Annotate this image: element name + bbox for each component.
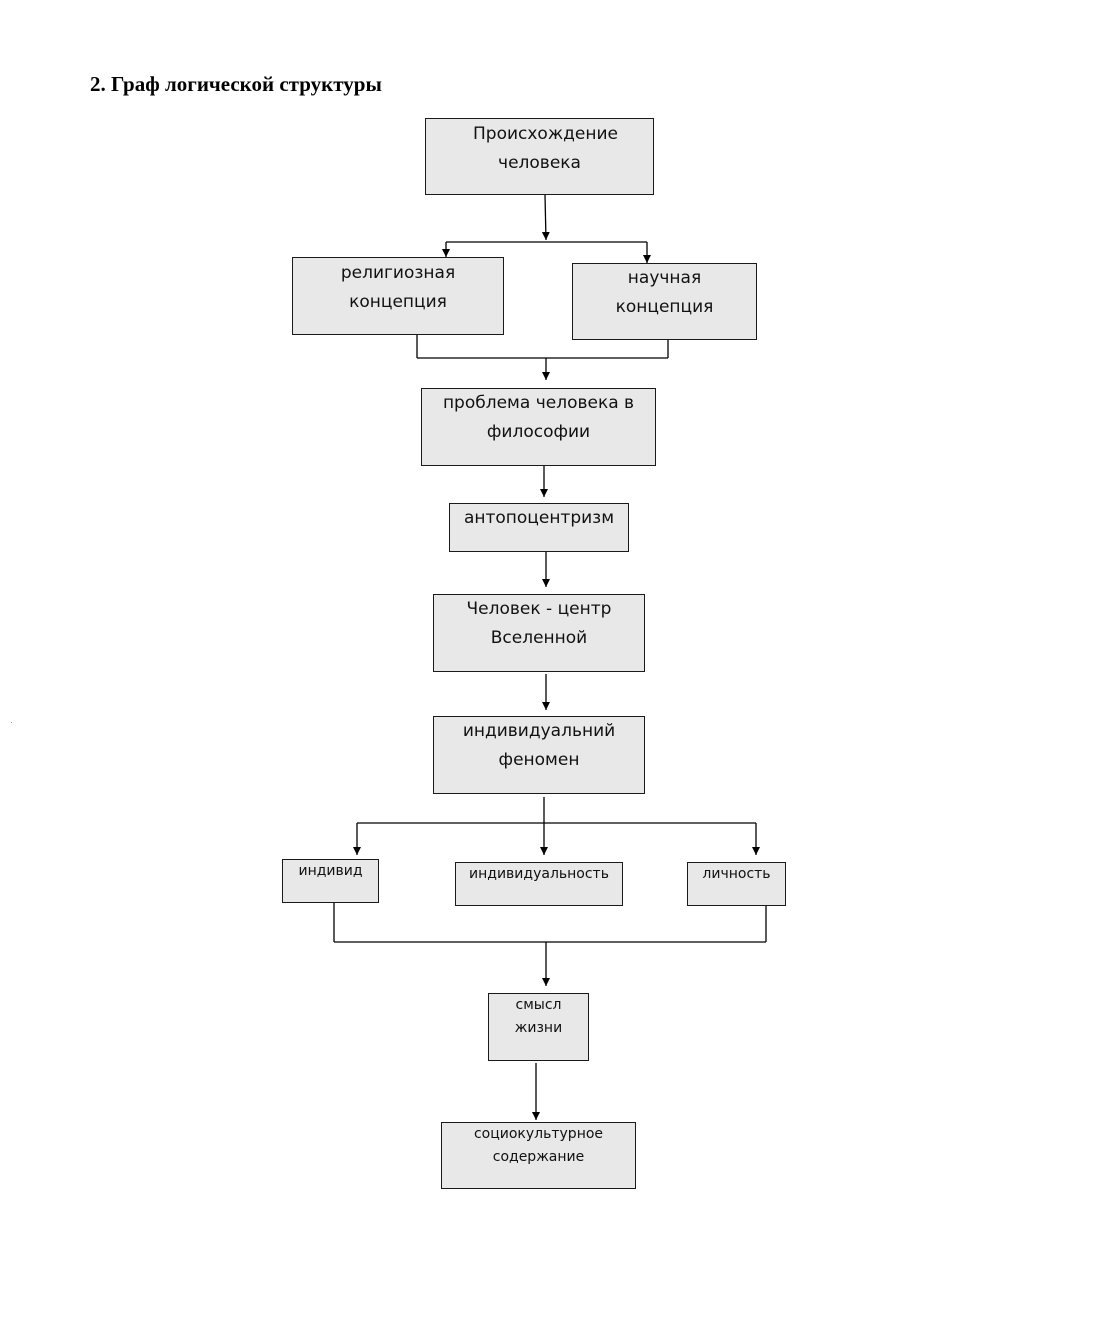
node-text: индивидуальний bbox=[462, 721, 616, 741]
node-individual-phenomenon: индивидуальний феномен bbox=[433, 716, 645, 794]
node-religious-concept: религиозная концепция bbox=[292, 257, 504, 335]
node-text: смысл bbox=[515, 997, 562, 1013]
node-sociocultural-content: социокультурное содержание bbox=[441, 1122, 636, 1189]
node-personality: личность bbox=[687, 862, 786, 906]
node-text: Вселенной bbox=[490, 628, 588, 648]
node-text: социокультурное bbox=[473, 1126, 604, 1142]
node-text: философии bbox=[486, 422, 591, 442]
node-text: личность bbox=[702, 866, 771, 882]
node-text: научная bbox=[627, 268, 702, 288]
node-text: антопоцентризм bbox=[463, 508, 615, 528]
node-text: содержание bbox=[492, 1149, 585, 1165]
node-text: индивидуальность bbox=[469, 866, 609, 882]
node-text: индивид bbox=[298, 863, 363, 879]
node-meaning-of-life: смысл жизни bbox=[488, 993, 589, 1061]
node-individual: индивид bbox=[282, 859, 379, 903]
connector bbox=[541, 194, 550, 241]
node-scientific-concept: научная концепция bbox=[572, 263, 757, 340]
node-text: проблема человека в bbox=[442, 393, 635, 413]
node-text: феномен bbox=[498, 750, 580, 770]
node-text: религиозная bbox=[340, 263, 456, 283]
node-text: концепция bbox=[615, 297, 714, 317]
node-origin: Происхождение человека bbox=[425, 118, 654, 195]
node-text: жизни bbox=[514, 1020, 563, 1036]
node-universe-center: Человек - центр Вселенной bbox=[433, 594, 645, 672]
node-individuality: индивидуальность bbox=[455, 862, 623, 906]
node-anthropocentrism: антопоцентризм bbox=[449, 503, 629, 552]
page-heading: 2. Граф логической структуры bbox=[90, 72, 382, 96]
node-text: Человек - центр bbox=[466, 599, 612, 619]
stray-dot bbox=[11, 722, 12, 723]
node-text: концепция bbox=[349, 292, 447, 312]
node-philosophy-problem: проблема человека в философии bbox=[421, 388, 656, 466]
node-text: Происхождение bbox=[473, 124, 618, 144]
node-text: человека bbox=[498, 153, 581, 173]
